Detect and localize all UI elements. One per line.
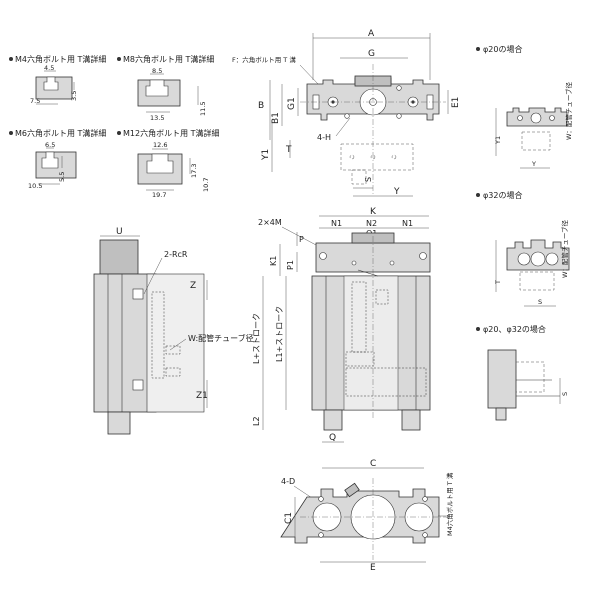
dim-c: C [370, 459, 376, 469]
dim-y1: Y1 [261, 149, 271, 161]
dim-q: Q [329, 433, 336, 443]
dim-p1: P1 [286, 260, 295, 270]
tslot-m12-title: M12六角ボルト用 T溝詳細 [123, 128, 220, 138]
dim-k: K [370, 207, 377, 217]
phi20-y: Y [531, 160, 536, 168]
right-view-phi20-32: φ20、φ32の場合 S [476, 324, 569, 421]
dim-l1-stroke: L1+ストローク [275, 306, 284, 362]
tslot-detail-m12: M12六角ボルト用 T溝詳細 12.6 17.3 19.7 10.7 [117, 128, 220, 199]
dim-b1: B1 [271, 112, 281, 124]
tslot-m12-depth: 17.3 [190, 164, 198, 178]
dim-t: T [285, 145, 292, 155]
dim-y: Y [393, 187, 400, 197]
front-view: 2×4M K N1 N2 N1 Q1 P [252, 207, 431, 443]
dim-p: P [299, 235, 304, 244]
tube-note: W:配管チューブ径 [188, 333, 254, 343]
right-phi32-title: φ32の場合 [483, 190, 522, 200]
dim-e1: E1 [451, 97, 461, 108]
tslot-m4-width: 4.5 [44, 64, 54, 72]
bolt-note-m4: M4六角ボルト用 T 溝 [445, 472, 454, 536]
right-view-phi32: φ32の場合 T W：配管チューブ径 S [476, 190, 570, 307]
phi20-y1: Y1 [494, 136, 502, 145]
dim-n1-right: N1 [402, 219, 413, 228]
tslot-m12-width: 12.6 [153, 141, 167, 149]
dim-n1-left: N1 [331, 219, 342, 228]
thread-2x4m: 2×4M [258, 218, 282, 227]
tslot-detail-m8: M8六角ボルト用 T溝詳細 8.5 11.5 13.5 [117, 54, 214, 122]
tslot-detail-m4: M4六角ボルト用 T溝詳細 4.5 3.5 7.5 [9, 54, 106, 105]
dim-e: E [370, 563, 376, 573]
phi20-tube-note: W：配管チューブ径 [564, 81, 573, 140]
phi32-tube-note: W：配管チューブ径 [560, 219, 569, 278]
dim-l2: L2 [252, 416, 261, 426]
dim-g: G [368, 49, 375, 59]
dim-z: Z [190, 281, 196, 291]
tslot-m4-depth: 3.5 [70, 91, 78, 101]
hole-4d: 4-D [281, 477, 295, 486]
tslot-m6-wide: 10.5 [28, 182, 42, 190]
phi20-32-s: S [561, 392, 569, 396]
dim-a: A [368, 29, 375, 39]
tslot-m8-wide: 13.5 [150, 114, 164, 122]
side-view: U 2-RcR Z W:配管チューブ径 Z1 [93, 227, 254, 435]
right-phi20-32-title: φ20、φ32の場合 [483, 324, 546, 334]
dim-g1: G1 [287, 97, 297, 110]
dim-b: B [258, 101, 264, 111]
tslot-m6-depth: 5.5 [58, 172, 66, 182]
right-phi20-title: φ20の場合 [483, 44, 522, 54]
dim-k1: K1 [269, 256, 278, 266]
tslot-m8-width: 8.5 [152, 67, 162, 75]
right-view-phi20: φ20の場合 Y1 W：配管チューブ径 Y [476, 44, 573, 169]
phi32-t: T [494, 280, 502, 285]
dim-s: S [364, 177, 373, 182]
top-view: A F：六角ボルト用 T 溝 G B B1 G1 E1 4-H [232, 29, 461, 197]
dim-z1: Z1 [196, 391, 208, 401]
tslot-m12-height: 10.7 [202, 178, 210, 192]
dim-n2: N2 [366, 219, 377, 228]
bolt-note-f: F：六角ボルト用 T 溝 [232, 55, 296, 64]
tslot-m6-width: 6.5 [45, 141, 55, 149]
tslot-m4-title: M4六角ボルト用 T溝詳細 [15, 54, 106, 64]
tslot-m12-wide: 19.7 [152, 191, 166, 199]
tslot-m8-depth: 11.5 [199, 102, 207, 116]
phi32-s: S [538, 298, 542, 306]
tslot-m8-title: M8六角ボルト用 T溝詳細 [123, 54, 214, 64]
port-2-rcr: 2-RcR [164, 250, 188, 259]
tslot-detail-m6: M6六角ボルト用 T溝詳細 6.5 5.5 10.5 [9, 128, 106, 190]
dim-l-stroke: L+ストローク [252, 313, 261, 364]
dim-c1: C1 [284, 512, 294, 524]
tslot-m4-depth2: 7.5 [30, 97, 40, 105]
dim-u: U [116, 227, 123, 237]
bottom-view: C 4-D C1 E M4六角ボルト用 T 溝 [280, 459, 454, 573]
tslot-m6-title: M6六角ボルト用 T溝詳細 [15, 128, 106, 138]
hole-4h: 4-H [317, 133, 331, 142]
